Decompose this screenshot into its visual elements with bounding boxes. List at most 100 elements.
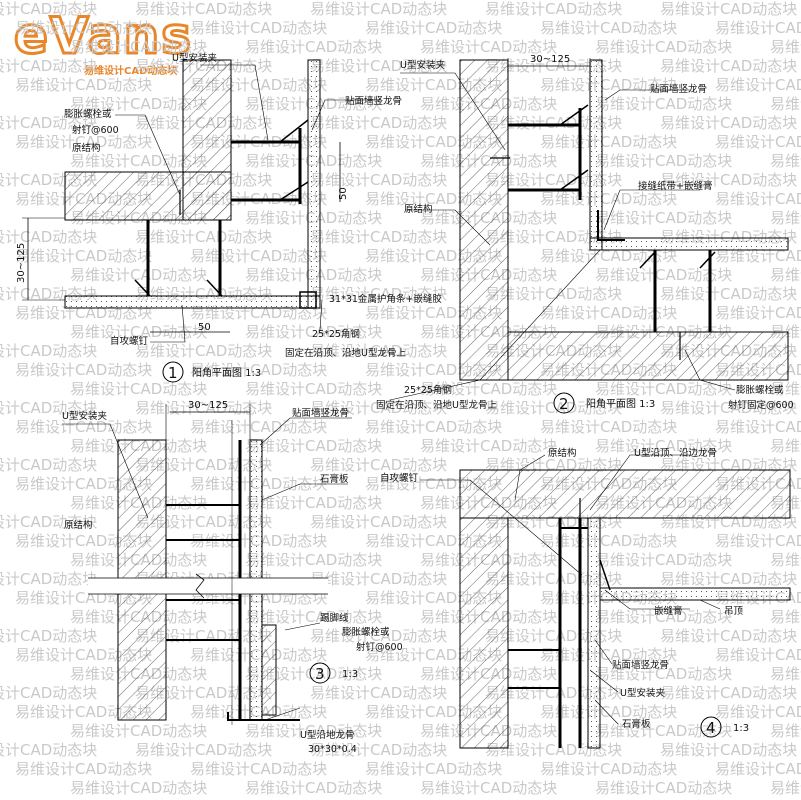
label-anchor-spacing: 射钉固定@600: [728, 399, 794, 411]
watermark-text: 易维设计CAD动态块: [15, 76, 152, 94]
detail-4-number: 4: [706, 719, 716, 737]
watermark-text: 易维设计CAD动态块: [365, 19, 502, 37]
watermark-text: 易维设计CAD动态块: [135, 513, 272, 531]
watermark-text: 易维设计CAD动态块: [715, 133, 801, 151]
watermark-text: 易维设计CAD动态块: [135, 399, 272, 417]
label-stud: 贴面墙竖龙骨: [612, 659, 669, 671]
watermark-text: 易维设计CAD动态块: [715, 247, 801, 265]
detail-2-caption: 阳角平面图 1:3: [586, 398, 655, 410]
watermark-text: 易维设计CAD动态块: [660, 399, 797, 417]
watermark-text: 易维设计CAD动态块: [540, 418, 677, 436]
structure-ceiling: [459, 469, 791, 519]
watermark-text: 易维设计CAD动态块: [420, 380, 557, 398]
detail-2: U型安装夹 贴面墙竖龙骨 接缝纸带+嵌缝膏 原结构 25*25角钢 固定在沿顶、…: [376, 54, 794, 414]
watermark-text: 易维设计CAD动态块: [420, 38, 557, 56]
watermark-text: 易维设计CAD动态块: [595, 152, 732, 170]
watermark-text: 易维设计CAD动态块: [70, 779, 207, 797]
watermark-text: 易维设计CAD动态块: [715, 76, 801, 94]
gypsum-board-vertical: [589, 59, 603, 251]
detail-4-marker: [700, 716, 722, 738]
watermark-text: 易维设计CAD动态块: [310, 627, 447, 645]
watermark-text: 易维设计CAD动态块: [0, 342, 97, 360]
structure-wall-vertical: [459, 59, 509, 381]
gypsum-board-horizontal: [589, 237, 789, 251]
watermark-text: 易维设计CAD动态块: [770, 779, 801, 797]
detail-2-marker: [553, 392, 575, 414]
watermark-text: 易维设计CAD动态块: [0, 627, 97, 645]
watermark-text: 易维设计CAD动态块: [485, 399, 622, 417]
detail-3: U型安装夹 贴面墙竖龙骨 石膏板 原结构 踢脚线 膨胀螺栓或 射钉@600 U型…: [62, 400, 403, 755]
detail-1-caption: 阳角平面图 1:3: [192, 367, 261, 379]
watermark-text: 易维设计CAD动态块: [660, 285, 797, 303]
watermark-text: 易维设计CAD动态块: [540, 760, 677, 778]
watermark-text: 易维设计CAD动态块: [310, 285, 447, 303]
watermark-text: 易维设计CAD动态块: [595, 722, 732, 740]
watermark-text: 易维设计CAD动态块: [485, 228, 622, 246]
label-skirting: 踢脚线: [320, 612, 349, 624]
watermark-text: 易维设计CAD动态块: [540, 190, 677, 208]
dim-gap: 30~125: [16, 243, 27, 283]
watermark-text: 易维设计CAD动态块: [0, 570, 97, 588]
watermark-text: 易维设计CAD动态块: [0, 57, 97, 75]
corner-bead: [299, 291, 317, 309]
watermark-text: 易维设计CAD动态块: [595, 665, 732, 683]
detail-4: 原结构 U型沿顶、沿边龙骨 自攻螺钉 嵌缝膏 吊顶 贴面墙竖龙骨 U型安装夹 石…: [380, 447, 791, 749]
watermark-text: 易维设计CAD动态块: [715, 646, 801, 664]
watermark-text: 易维设计CAD动态块: [245, 38, 382, 56]
watermark-text: 易维设计CAD动态块: [485, 285, 622, 303]
watermark-text: 易维设计CAD动态块: [310, 228, 447, 246]
structure-wall-horizontal: [64, 171, 232, 221]
watermark-text: 易维设计CAD动态块: [245, 608, 382, 626]
watermark-text: 易维设计CAD动态块: [15, 247, 152, 265]
watermark-text: 易维设计CAD动态块: [310, 741, 447, 759]
watermark-text: 易维设计CAD动态块: [770, 437, 801, 455]
watermark-text: 易维设计CAD动态块: [310, 0, 447, 18]
watermark-text: 易维设计CAD动态块: [245, 665, 382, 683]
watermark-text: 易维设计CAD动态块: [365, 760, 502, 778]
watermark-text: 易维设计CAD动态块: [660, 684, 797, 702]
watermark-text: 易维设计CAD动态块: [485, 0, 622, 18]
label-angle-note: 固定在沿顶、沿地U型龙骨上: [285, 347, 406, 359]
watermark-text: 易维设计CAD动态块: [595, 551, 732, 569]
gypsum-board-horizontal: [64, 295, 321, 309]
watermark-text: 易维设计CAD动态块: [0, 399, 97, 417]
label-tape: 接缝纸带+嵌缝膏: [638, 180, 712, 192]
label-screw: 自攻螺钉: [380, 472, 419, 484]
watermark-text: 易维设计CAD动态块: [190, 760, 327, 778]
watermark-text: 易维设计CAD动态块: [595, 38, 732, 56]
watermark-text: 易维设计CAD动态块: [540, 304, 677, 322]
detail-3-caption: 1:3: [342, 669, 358, 680]
watermark-text: 易维设计CAD动态块: [70, 266, 207, 284]
watermark-text: 易维设计CAD动态块: [0, 456, 97, 474]
watermark-text: 易维设计CAD动态块: [715, 703, 801, 721]
label-track: U型沿地龙骨: [300, 729, 354, 741]
watermark-text: 易维设计CAD动态块: [595, 380, 732, 398]
label-anchor: 膨胀螺栓或: [64, 108, 112, 120]
detail-1-marker: [162, 361, 184, 383]
watermark-text: 易维设计CAD动态块: [770, 608, 801, 626]
u-channel-bottom: [146, 220, 222, 296]
watermark-text: 易维设计CAD动态块: [595, 779, 732, 797]
label-u-clip: U型安装夹: [400, 59, 445, 71]
watermark-text: 易维设计CAD动态块: [770, 152, 801, 170]
watermark-text: 易维设计CAD动态块: [0, 228, 97, 246]
label-filler: 嵌缝膏: [654, 605, 683, 617]
watermark-text: 易维设计CAD动态块: [135, 342, 272, 360]
watermark-text: 易维设计CAD动态块: [245, 722, 382, 740]
label-structure: 原结构: [548, 447, 577, 459]
watermark-text: 易维设计CAD动态块: [540, 703, 677, 721]
top-track: [559, 518, 588, 529]
watermark-text: 易维设计CAD动态块: [15, 133, 152, 151]
label-anchor: 膨胀螺栓或: [342, 626, 390, 638]
label-u-clip: U型安装夹: [172, 52, 217, 64]
label-structure: 原结构: [404, 203, 433, 215]
label-u-clip: U型安装夹: [62, 410, 107, 422]
watermark-text: 易维设计CAD动态块: [245, 494, 382, 512]
watermark-text: 易维设计CAD动态块: [0, 684, 97, 702]
label-anchor-spacing: 射钉@600: [356, 641, 403, 653]
watermark-text: 易维设计CAD动态块: [540, 532, 677, 550]
detail-3-marker: [309, 662, 331, 684]
watermark-text: 易维设计CAD动态块: [190, 247, 327, 265]
watermark-text: 易维设计CAD动态块: [15, 361, 152, 379]
